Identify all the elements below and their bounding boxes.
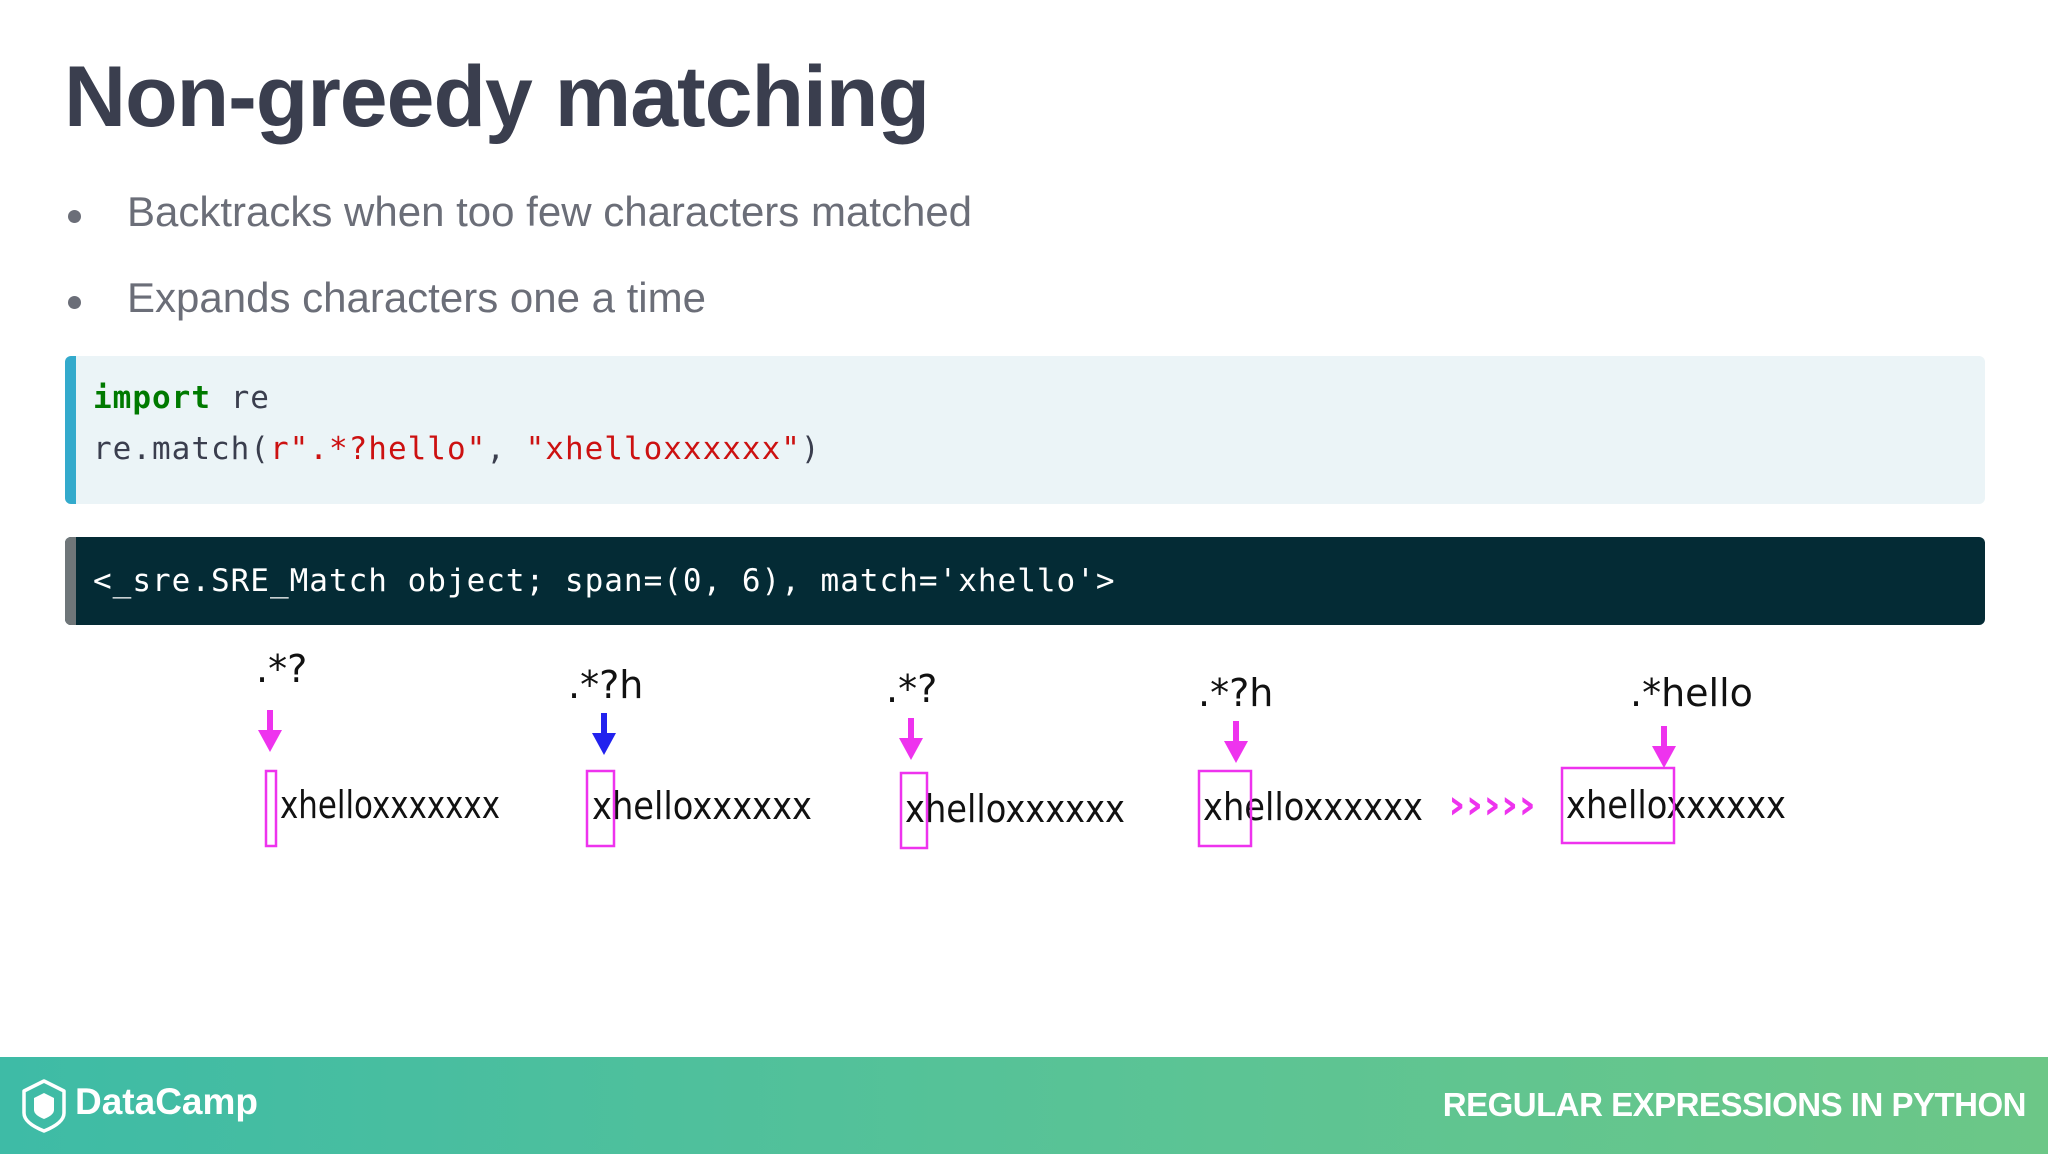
output-text: <_sre.SRE_Match object; span=(0, 6), mat… (93, 563, 1116, 599)
code-text: ) (800, 431, 821, 467)
step-subject-text: xhelloxxxxxx (1203, 785, 1423, 829)
step-match-box (585, 769, 616, 848)
code-string-pattern: r".*?hello" (269, 431, 487, 467)
step-pattern-label: .*? (886, 667, 937, 711)
step-arrow-down-icon (592, 733, 616, 755)
brand-name: DataCamp (75, 1081, 258, 1122)
code-block: import re re.match(r".*?hello", "xhellox… (65, 356, 1985, 504)
bullet-text: Expands characters one a time (127, 274, 706, 321)
step-arrow-down-icon (899, 738, 923, 760)
code-text: , (486, 431, 526, 467)
step-match-box (899, 771, 929, 850)
output-block: <_sre.SRE_Match object; span=(0, 6), mat… (65, 537, 1985, 625)
bullet-dot (68, 296, 81, 309)
course-title: REGULAR EXPRESSIONS IN PYTHON (1442, 1086, 2027, 1123)
datacamp-logo-icon (22, 1079, 66, 1133)
step-pattern-label: .*? (256, 647, 307, 691)
footer-bar: DataCamp REGULAR EXPRESSIONS IN PYTHON (0, 1057, 2048, 1154)
code-keyword: import (93, 380, 211, 416)
code-text: re (210, 380, 270, 416)
step-pattern-label: .*?h (568, 663, 643, 707)
step-match-box (1560, 766, 1676, 845)
step-match-box (1197, 769, 1253, 848)
step-match-box (264, 769, 278, 848)
chevrons-right-icon: ››››› (1448, 782, 1536, 828)
step-subject-text: xhelloxxxxxx (905, 787, 1125, 831)
step-pattern-label: .*?h (1198, 671, 1273, 715)
step-subject-text: xhelloxxxxxx (1566, 783, 1786, 827)
step-subject-text: xhelloxxxxxx (592, 784, 812, 828)
step-arrow-down-icon (258, 730, 282, 752)
matching-diagram: .*? xhelloxxxxxxx .*?h xhelloxxxxxx .*? xhell… (0, 640, 2048, 880)
code-block-accent-bar (65, 356, 76, 504)
output-block-accent-bar (65, 537, 76, 625)
step-subject-text: xhelloxxxxxxx (280, 783, 500, 827)
code-text: re.match( (93, 431, 270, 467)
bullet-dot (68, 210, 81, 223)
code-string-subject: "xhelloxxxxxx" (525, 431, 801, 467)
step-pattern-label: .*hello (1630, 671, 1753, 715)
matching-diagram-svg: .*? xhelloxxxxxxx .*?h xhelloxxxxxx .*? xhell… (256, 647, 1786, 850)
bullet-text: Backtracks when too few characters match… (127, 188, 973, 235)
step-arrow-down-icon (1224, 741, 1248, 763)
code-line-1: import re (93, 380, 270, 416)
code-line-2: re.match(r".*?hello", "xhelloxxxxxx") (93, 431, 821, 467)
slide-title: Non-greedy matching (64, 49, 930, 145)
step-arrow-down-icon (1652, 746, 1676, 768)
